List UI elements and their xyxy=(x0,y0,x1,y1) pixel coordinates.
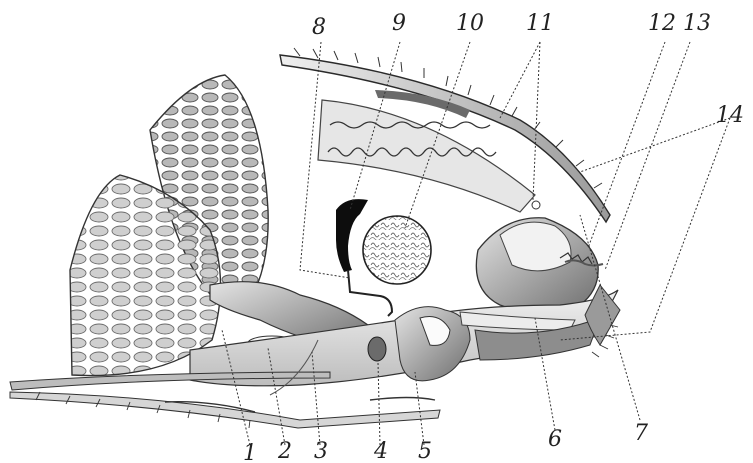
label-5: 5 xyxy=(418,439,432,463)
label-13: 13 xyxy=(683,11,711,36)
label-2: 2 xyxy=(277,439,292,463)
label-6: 6 xyxy=(548,427,562,452)
label-4: 4 xyxy=(373,439,388,463)
label-12: 12 xyxy=(648,11,676,36)
label-7: 7 xyxy=(634,421,648,446)
label-11: 11 xyxy=(526,11,554,36)
brain-ganglion xyxy=(363,216,431,284)
label-1: 1 xyxy=(243,441,257,463)
label-8: 8 xyxy=(312,15,326,40)
frontal-organs xyxy=(476,218,603,313)
label-3: 3 xyxy=(314,439,328,463)
label-10: 10 xyxy=(456,11,484,36)
label-14: 14 xyxy=(716,103,744,128)
compound-eye xyxy=(70,75,268,376)
label-9: 9 xyxy=(392,11,406,36)
